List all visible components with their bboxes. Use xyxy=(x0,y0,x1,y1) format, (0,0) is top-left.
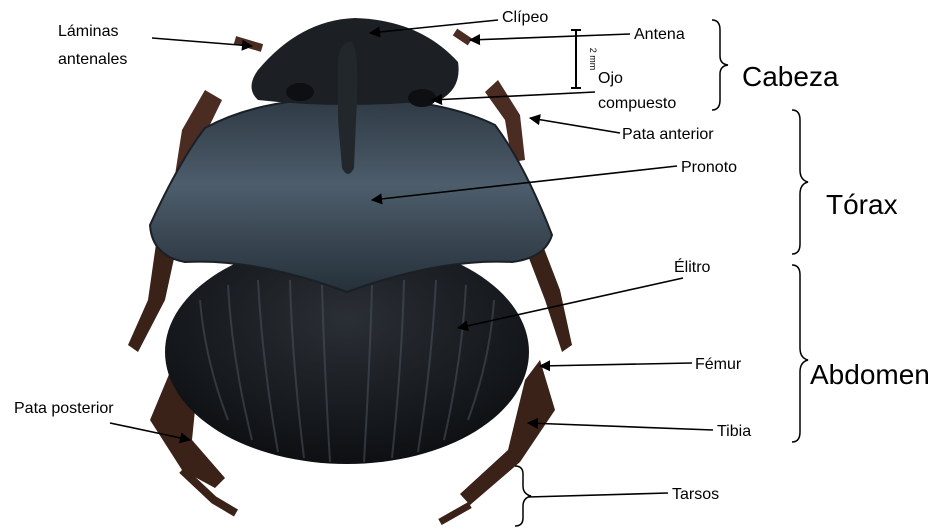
region-abdomen: Abdomen xyxy=(810,359,930,390)
label-laminas-antenales-2: antenales xyxy=(58,51,127,68)
label-tarsos: Tarsos xyxy=(672,486,719,503)
scale-bar-label: 2 mm xyxy=(588,48,598,71)
brace-abdomen xyxy=(792,265,808,442)
brace-cabeza xyxy=(712,20,728,110)
leader-tarsos xyxy=(528,493,668,497)
brace-torax xyxy=(792,110,808,254)
leader-ojo-compuesto xyxy=(432,92,595,100)
label-pata-anterior: Pata anterior xyxy=(622,126,714,143)
leader-pata-anterior xyxy=(530,118,620,133)
label-ojo-compuesto-2: compuesto xyxy=(598,95,676,112)
label-tibia: Tibia xyxy=(717,423,751,440)
region-labels: Cabeza Tórax Abdomen xyxy=(742,61,930,390)
label-clipeo: Clípeo xyxy=(502,9,548,26)
region-cabeza: Cabeza xyxy=(742,61,839,92)
label-pata-posterior: Pata posterior xyxy=(14,400,114,417)
leader-tibia xyxy=(528,423,713,430)
label-pronoto: Pronoto xyxy=(681,159,737,176)
leader-antena xyxy=(470,34,630,40)
scale-bar: 2 mm xyxy=(571,30,598,88)
leader-femur xyxy=(540,363,692,366)
region-torax: Tórax xyxy=(826,189,898,220)
beetle-illustration: 2 mm xyxy=(128,18,598,522)
label-laminas-antenales-1: Láminas xyxy=(58,23,118,40)
brace-tarsos xyxy=(515,466,531,526)
label-femur: Fémur xyxy=(695,356,742,373)
label-elitro: Élitro xyxy=(674,257,711,276)
label-ojo-compuesto-1: Ojo xyxy=(598,70,623,87)
label-antena: Antena xyxy=(634,26,685,43)
